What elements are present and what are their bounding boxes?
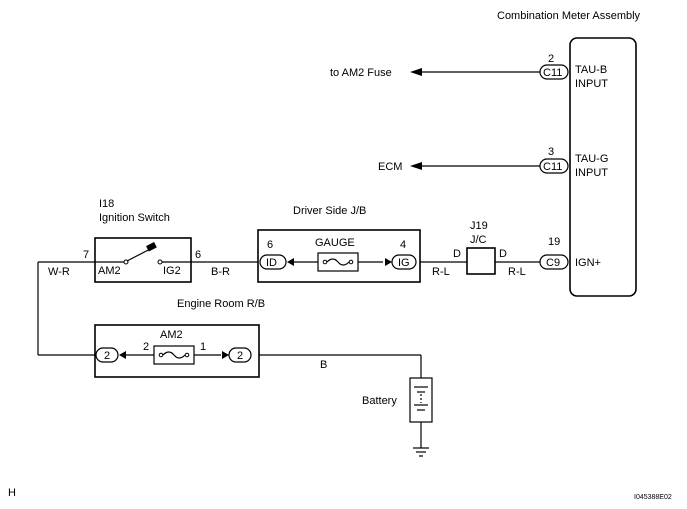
ignition-switch-code: I18 xyxy=(99,198,114,210)
junction-connector-box xyxy=(466,247,496,275)
jc-left-terminal: D xyxy=(453,248,461,260)
wire-r-l-right-label: R-L xyxy=(508,266,526,278)
connector-id xyxy=(259,254,287,270)
switch-contact-right xyxy=(157,259,163,265)
arrow-left-icon xyxy=(410,68,422,76)
fuse-element-icon xyxy=(326,258,350,266)
engine-rb-title: Engine Room R/B xyxy=(177,298,265,310)
driver-jb-pin-4: 4 xyxy=(400,239,406,251)
fuse-terminal xyxy=(184,352,190,358)
ignition-switch-am2-terminal: AM2 xyxy=(98,265,121,277)
am2-fuse-pin-1: 1 xyxy=(200,341,206,353)
to-am2-fuse-label: to AM2 Fuse xyxy=(330,67,392,79)
connector-arrow-icon xyxy=(119,351,126,359)
tau-g-input-label: INPUT xyxy=(575,167,608,179)
jc-code: J19 xyxy=(470,220,488,232)
pin-3-number: 3 xyxy=(548,146,554,158)
pin-19-number: 19 xyxy=(548,236,560,248)
ign-plus-label: IGN+ xyxy=(575,257,601,269)
arrow-left-icon xyxy=(410,162,422,170)
meter-title: Combination Meter Assembly xyxy=(497,10,641,22)
ignition-pin-6: 6 xyxy=(195,249,201,261)
driver-jb-title: Driver Side J/B xyxy=(293,205,366,217)
connector-2-right-label: 2 xyxy=(237,350,243,362)
switch-lever-icon xyxy=(146,242,157,252)
jc-right-terminal: D xyxy=(499,248,507,260)
tau-b-input-label: INPUT xyxy=(575,78,608,90)
footer-left-mark: H xyxy=(8,487,16,499)
connector-arrow-icon xyxy=(385,258,392,266)
jc-name: J/C xyxy=(470,234,487,246)
ecm-label: ECM xyxy=(378,161,402,173)
connector-ig-label: IG xyxy=(398,257,410,269)
ignition-switch-box xyxy=(94,237,192,283)
ignition-switch-name: Ignition Switch xyxy=(99,212,170,224)
tau-b-label: TAU-B xyxy=(575,64,607,76)
connector-2-right xyxy=(228,347,252,363)
wire-b-label: B xyxy=(320,359,327,371)
connector-id-label: ID xyxy=(266,257,277,269)
connector-c9-label: C9 xyxy=(546,257,560,269)
fuse-terminal xyxy=(322,259,328,265)
ignition-pin-7: 7 xyxy=(83,249,89,261)
wire-w-r-label: W-R xyxy=(48,266,70,278)
figure-id: I045388E02 xyxy=(634,494,672,501)
ignition-switch-ig2-terminal: IG2 xyxy=(163,265,181,277)
fuse-terminal xyxy=(158,352,164,358)
driver-jb-box xyxy=(257,229,421,283)
connector-c11-top-label: C11 xyxy=(543,67,562,79)
wire-r-l-left-label: R-L xyxy=(432,266,450,278)
connector-2-left-label: 2 xyxy=(104,350,110,362)
am2-fuse-label: AM2 xyxy=(160,329,183,341)
am2-fuse-pin-2: 2 xyxy=(143,341,149,353)
battery-label: Battery xyxy=(362,395,397,407)
connector-ig xyxy=(391,254,417,270)
wire-b-r-label: B-R xyxy=(211,266,230,278)
tau-g-label: TAU-G xyxy=(575,153,608,165)
driver-jb-pin-6: 6 xyxy=(267,239,273,251)
connector-2-left xyxy=(95,347,119,363)
connector-arrow-icon xyxy=(222,351,229,359)
combination-meter-box xyxy=(569,37,637,297)
connector-arrow-icon xyxy=(287,258,294,266)
pin-2-number: 2 xyxy=(548,53,554,65)
fuse-terminal xyxy=(348,259,354,265)
gauge-label: GAUGE xyxy=(315,237,355,249)
fuse-element-icon xyxy=(162,351,186,359)
connector-c11-mid-label: C11 xyxy=(543,161,562,173)
